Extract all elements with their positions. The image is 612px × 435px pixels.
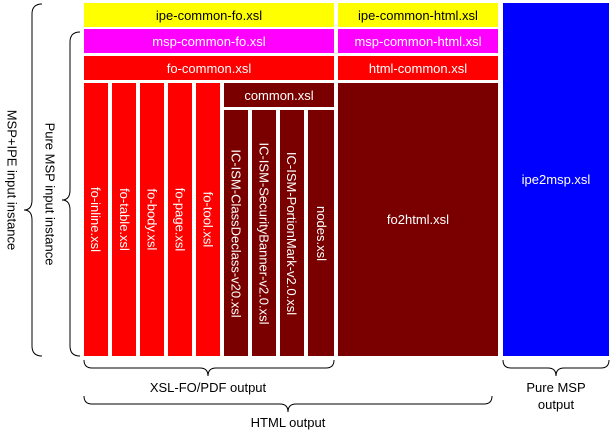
ism-portionmark-label: IC-ISM-PortionMark-v2.0.xsl: [284, 151, 300, 315]
html-common-block: html-common.xsl: [338, 56, 498, 80]
msp-ipe-input-brace: [23, 3, 43, 357]
ism-classdeclass-block: IC-ISM-ClassDeclass-v20.xsl: [224, 110, 248, 356]
fo-inline-label: fo-inline.xsl: [88, 186, 104, 253]
fo-common-block: fo-common.xsl: [84, 56, 334, 80]
ipe-common-fo-block: ipe-common-fo.xsl: [84, 3, 334, 27]
pure-msp-output-label-line2: output: [537, 397, 575, 412]
msp-common-html-block: msp-common-html.xsl: [338, 29, 498, 53]
pure-msp-output-brace: [502, 359, 610, 377]
fo-tool-label: fo-tool.xsl: [200, 191, 216, 248]
fo-page-block: fo-page.xsl: [168, 83, 192, 356]
ism-securitybanner-label: IC-ISM-SecurityBanner-v2.0.xsl: [256, 141, 272, 325]
fo-common-label: fo-common.xsl: [166, 60, 252, 76]
xsl-fo-pdf-output-brace: [83, 359, 335, 377]
html-common-label: html-common.xsl: [368, 60, 468, 76]
common-block: common.xsl: [224, 83, 334, 107]
fo-tool-block: fo-tool.xsl: [196, 83, 220, 356]
msp-ipe-input-label: MSP+IPE input instance: [4, 109, 20, 251]
fo-table-block: fo-table.xsl: [112, 83, 136, 356]
fo-body-label: fo-body.xsl: [144, 188, 160, 251]
fo-page-label: fo-page.xsl: [172, 187, 188, 252]
ipe-common-fo-label: ipe-common-fo.xsl: [155, 7, 263, 23]
ipe2msp-label: ipe2msp.xsl: [521, 172, 591, 187]
nodes-block: nodes.xsl: [308, 110, 334, 356]
html-output-brace: [83, 395, 493, 413]
ism-classdeclass-label: IC-ISM-ClassDeclass-v20.xsl: [228, 148, 244, 318]
fo-inline-block: fo-inline.xsl: [84, 83, 108, 356]
msp-common-fo-block: msp-common-fo.xsl: [84, 29, 334, 53]
msp-common-fo-label: msp-common-fo.xsl: [152, 33, 266, 49]
pure-msp-output-label-line1: Pure MSP: [526, 380, 586, 395]
fo-table-label: fo-table.xsl: [116, 188, 132, 251]
pure-msp-input-brace: [61, 31, 81, 357]
fo2html-label: fo2html.xsl: [386, 212, 450, 227]
nodes-label: nodes.xsl: [313, 205, 329, 261]
ipe-common-html-label: ipe-common-html.xsl: [358, 7, 478, 23]
ipe-common-html-block: ipe-common-html.xsl: [338, 3, 498, 27]
fo-body-block: fo-body.xsl: [140, 83, 164, 356]
ism-securitybanner-block: IC-ISM-SecurityBanner-v2.0.xsl: [252, 110, 276, 356]
pure-msp-input-label: Pure MSP input instance: [42, 122, 58, 266]
html-output-label: HTML output: [250, 415, 326, 430]
ipe2msp-block: ipe2msp.xsl: [503, 3, 609, 356]
msp-common-html-label: msp-common-html.xsl: [354, 33, 482, 49]
common-label: common.xsl: [244, 87, 314, 103]
ism-portionmark-block: IC-ISM-PortionMark-v2.0.xsl: [280, 110, 304, 356]
fo2html-block: fo2html.xsl: [338, 83, 498, 356]
xsl-fo-pdf-output-label: XSL-FO/PDF output: [149, 380, 267, 395]
